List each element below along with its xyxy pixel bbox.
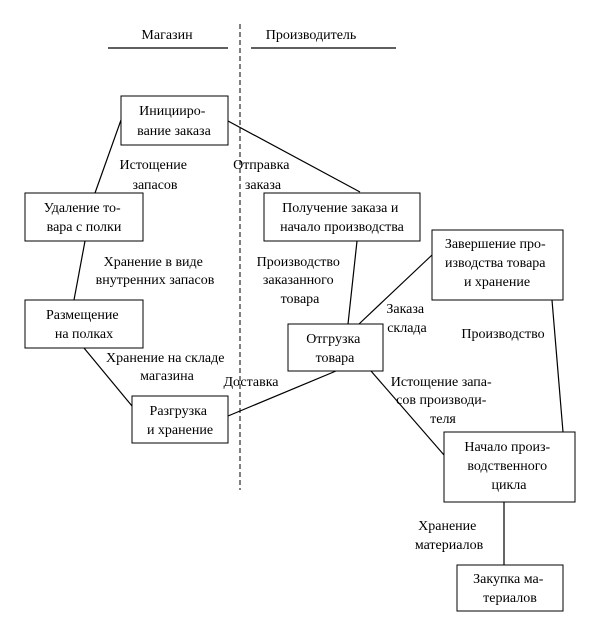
edge-label-production: Производство xyxy=(461,327,544,342)
node-label: Завершение про- изводства товара и хране… xyxy=(445,237,549,290)
node-goods-shipment: Отгрузка товара xyxy=(287,323,384,372)
edge-label-delivery: Доставка xyxy=(223,375,279,390)
edge-shipment-cycle xyxy=(370,370,445,456)
node-label: Отгрузка товара xyxy=(306,332,364,366)
node-label: Начало произ- водственного цикла xyxy=(464,440,553,493)
node-shelf-removal: Удаление то- вара с полки xyxy=(24,192,144,242)
edge-label-warehouse-storage: Хранение на складе магазина xyxy=(106,351,228,384)
node-production-cycle-start: Начало произ- водственного цикла xyxy=(443,431,576,503)
edge-completion-cycle xyxy=(551,299,564,433)
edge-label-producer-depletion: Истощение запа- сов производи- теля xyxy=(391,375,495,427)
edge-initiation-receipt xyxy=(227,120,361,193)
node-label: Разгрузка и хранение xyxy=(147,404,213,438)
node-shelf-placement: Размещение на полках xyxy=(24,299,144,349)
node-order-initiation: Иницииро- вание заказа xyxy=(120,95,229,146)
edge-unloading-shipment xyxy=(227,370,337,417)
column-header-producer: Производитель xyxy=(266,28,357,43)
node-label: Закупка ма- териалов xyxy=(473,572,547,606)
edge-label-warehouse-order: Заказа склада xyxy=(386,302,427,336)
edge-label-depletion: Истощение запасов xyxy=(120,158,191,193)
node-label: Получение заказа и начало производства xyxy=(280,201,405,235)
node-materials-purchase: Закупка ма- териалов xyxy=(456,564,564,612)
node-label: Удаление то- вара с полки xyxy=(44,201,124,235)
node-order-receipt: Получение заказа и начало производства xyxy=(263,192,421,242)
node-unloading-storage: Разгрузка и хранение xyxy=(131,395,229,444)
edge-receipt-shipment xyxy=(347,240,358,325)
column-header-store: Магазин xyxy=(141,28,193,43)
edge-label-send-order: Отправка заказа xyxy=(233,158,293,193)
edge-initiation-removal xyxy=(94,119,122,194)
node-label: Размещение на полках xyxy=(46,308,122,342)
edge-removal-shelving xyxy=(73,240,86,301)
edge-label-materials-storage: Хранение материалов xyxy=(415,519,484,553)
edge-label-produce-ordered: Производство заказанного товара xyxy=(257,255,344,307)
node-production-completion: Завершение про- изводства товара и хране… xyxy=(431,229,564,301)
node-label: Иницииро- вание заказа xyxy=(137,104,211,139)
edge-shipment-completion xyxy=(358,254,433,325)
edge-shelving-unloading xyxy=(83,347,133,407)
edge-label-internal-storage: Хранение в виде внутренних запасов xyxy=(96,255,215,288)
